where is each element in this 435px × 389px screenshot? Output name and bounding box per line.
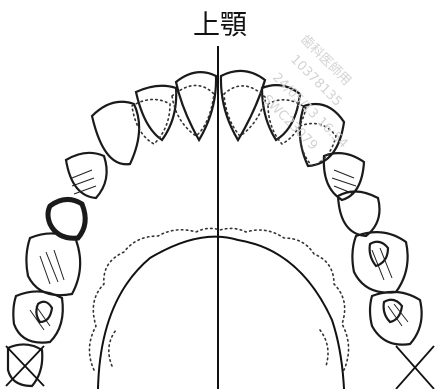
diagram-title: 上顎 — [193, 10, 247, 41]
tooth-first-molar-left — [26, 233, 80, 295]
tooth-central-incisor-right — [221, 71, 265, 140]
tooth-lateral-incisor-left — [136, 86, 176, 140]
tooth-first-premolar-left — [66, 153, 107, 198]
inner-arch-curve — [98, 237, 344, 389]
tooth-central-incisor-left — [176, 72, 216, 140]
dotted-inner-arch — [89, 228, 348, 370]
